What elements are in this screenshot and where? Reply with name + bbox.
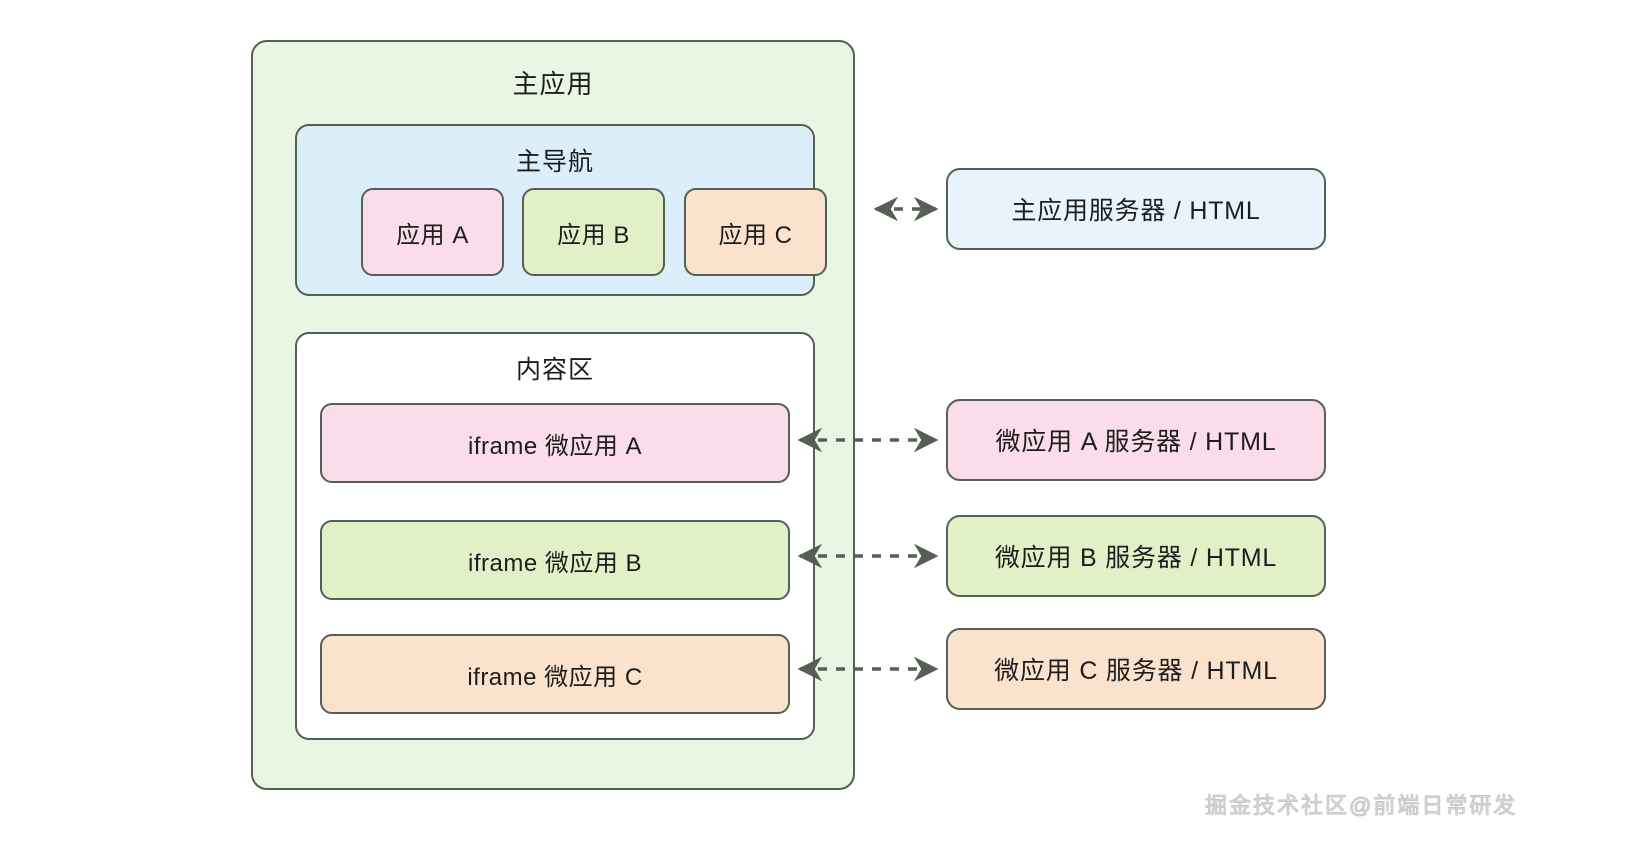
content-area-title: 内容区 xyxy=(515,356,594,384)
main-app-container: 主应用 主导航 应用 A 应用 B 应用 C 内容区 iframe 微应用 A … xyxy=(251,40,855,790)
watermark-text: 掘金技术社区@前端日常研发 xyxy=(1204,793,1518,819)
iframe-micro-app-a[interactable]: iframe 微应用 A xyxy=(320,403,790,483)
content-area-container: 内容区 iframe 微应用 A iframe 微应用 B iframe 微应用… xyxy=(295,332,815,740)
server-micro-app-c[interactable]: 微应用 C 服务器 / HTML xyxy=(946,628,1326,710)
main-nav-container: 主导航 应用 A 应用 B 应用 C xyxy=(295,124,827,296)
server-main-app[interactable]: 主应用服务器 / HTML xyxy=(946,168,1326,250)
iframe-micro-app-b[interactable]: iframe 微应用 B xyxy=(320,520,790,600)
server-micro-app-a[interactable]: 微应用 A 服务器 / HTML xyxy=(946,399,1326,481)
nav-app-c[interactable]: 应用 C xyxy=(684,188,827,276)
server-micro-app-b[interactable]: 微应用 B 服务器 / HTML xyxy=(946,515,1326,597)
nav-app-a[interactable]: 应用 A xyxy=(361,188,504,276)
nav-app-b[interactable]: 应用 B xyxy=(522,188,665,276)
main-app-title: 主应用 xyxy=(512,69,594,99)
iframe-micro-app-c[interactable]: iframe 微应用 C xyxy=(320,634,790,714)
main-nav-title: 主导航 xyxy=(515,148,594,176)
